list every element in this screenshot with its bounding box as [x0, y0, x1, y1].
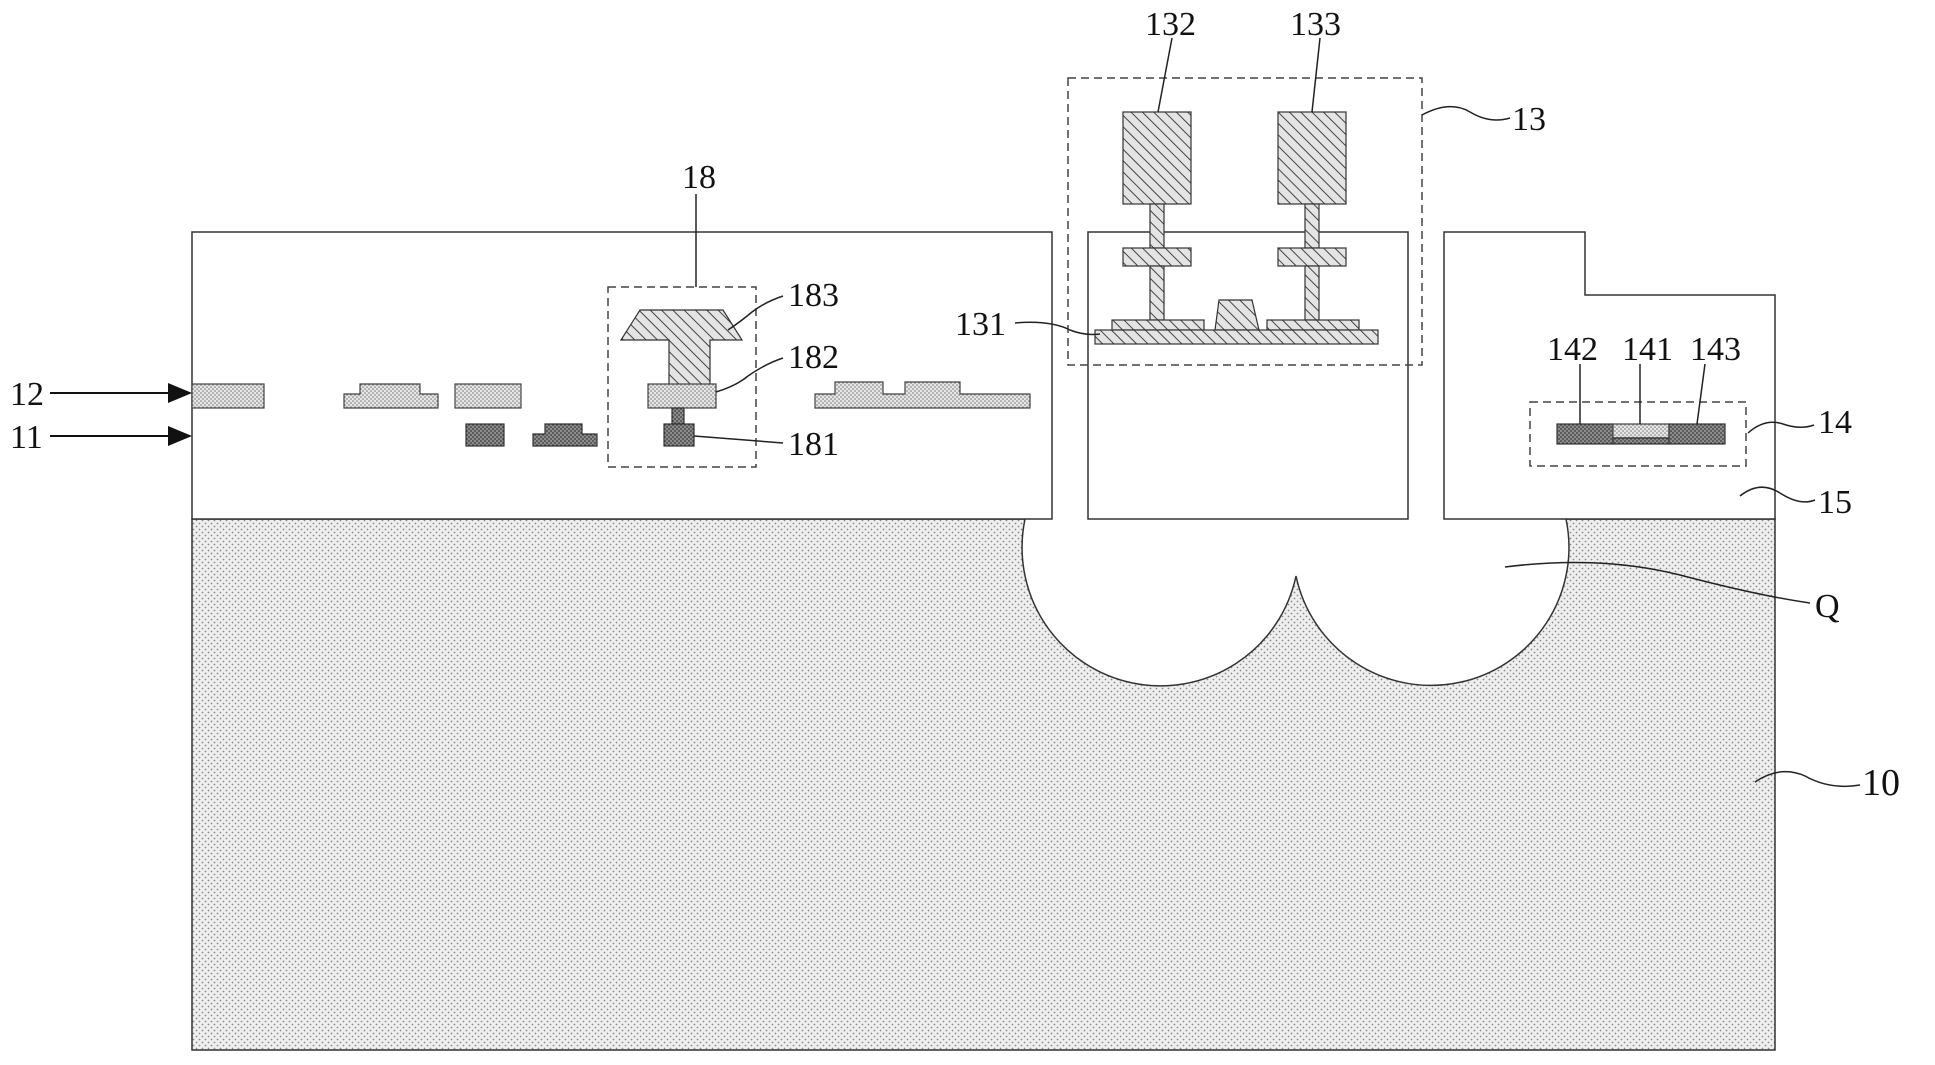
electrode-132	[1122, 111, 1192, 205]
label-141: 141	[1622, 331, 1673, 368]
central-bump	[1214, 299, 1260, 331]
post-133-upper	[1304, 203, 1320, 249]
structure-18-dashed-box	[607, 286, 757, 468]
label-14: 14	[1818, 404, 1852, 441]
structure-14-dashed-box	[1529, 401, 1747, 467]
element-183	[619, 309, 744, 389]
electrode-133	[1277, 111, 1347, 205]
post-132-flange	[1122, 247, 1192, 267]
element-182	[647, 383, 717, 409]
layer-block-middle	[1087, 231, 1409, 520]
substrate-10	[191, 518, 1776, 1051]
label-18: 18	[682, 159, 716, 196]
leader-183	[727, 295, 784, 331]
label-181: 181	[788, 426, 839, 463]
label-143: 143	[1690, 331, 1741, 368]
layer12-piece-3	[454, 383, 522, 409]
post-133-lower	[1304, 265, 1320, 321]
element-141	[1612, 423, 1670, 439]
post-132-upper	[1149, 203, 1165, 249]
element-141-base	[1612, 437, 1670, 445]
pad-132	[1111, 319, 1205, 331]
leader-13	[1421, 106, 1511, 121]
layer11-piece-1	[465, 423, 505, 447]
label-10: 10	[1862, 762, 1900, 804]
layer11-piece-2	[532, 423, 598, 447]
post-133-flange	[1277, 247, 1347, 267]
label-132: 132	[1145, 6, 1196, 43]
label-Q: Q	[1815, 588, 1840, 625]
layer12-piece-1	[191, 383, 265, 409]
element-142	[1556, 423, 1614, 445]
element-131	[1094, 329, 1379, 345]
leader-10	[1754, 770, 1861, 788]
leader-133	[1311, 37, 1321, 113]
label-133: 133	[1290, 6, 1341, 43]
label-11: 11	[10, 419, 43, 456]
leader-181	[693, 435, 784, 444]
leader-14	[1747, 421, 1815, 434]
label-131: 131	[955, 306, 1006, 343]
label-183: 183	[788, 277, 839, 314]
label-142: 142	[1547, 331, 1598, 368]
layer12-piece-2	[343, 383, 439, 409]
leader-15	[1739, 486, 1816, 503]
leader-143	[1696, 363, 1706, 425]
pad-133	[1266, 319, 1360, 331]
leader-132	[1157, 37, 1173, 113]
structure-13-dashed-box	[1067, 77, 1423, 366]
leader-182	[715, 357, 784, 393]
layer-block-left	[191, 231, 1053, 520]
label-12: 12	[10, 376, 44, 413]
element-181	[663, 423, 695, 447]
layer-block-right-15	[1443, 231, 1776, 520]
label-182: 182	[788, 339, 839, 376]
leader-131	[1014, 321, 1101, 336]
element-143	[1668, 423, 1726, 445]
layer12-piece-4	[814, 381, 1031, 409]
post-132-lower	[1149, 265, 1165, 321]
label-15: 15	[1818, 484, 1852, 521]
leader-Q	[1504, 561, 1811, 604]
element-181-via	[671, 407, 685, 425]
label-13: 13	[1512, 101, 1546, 138]
